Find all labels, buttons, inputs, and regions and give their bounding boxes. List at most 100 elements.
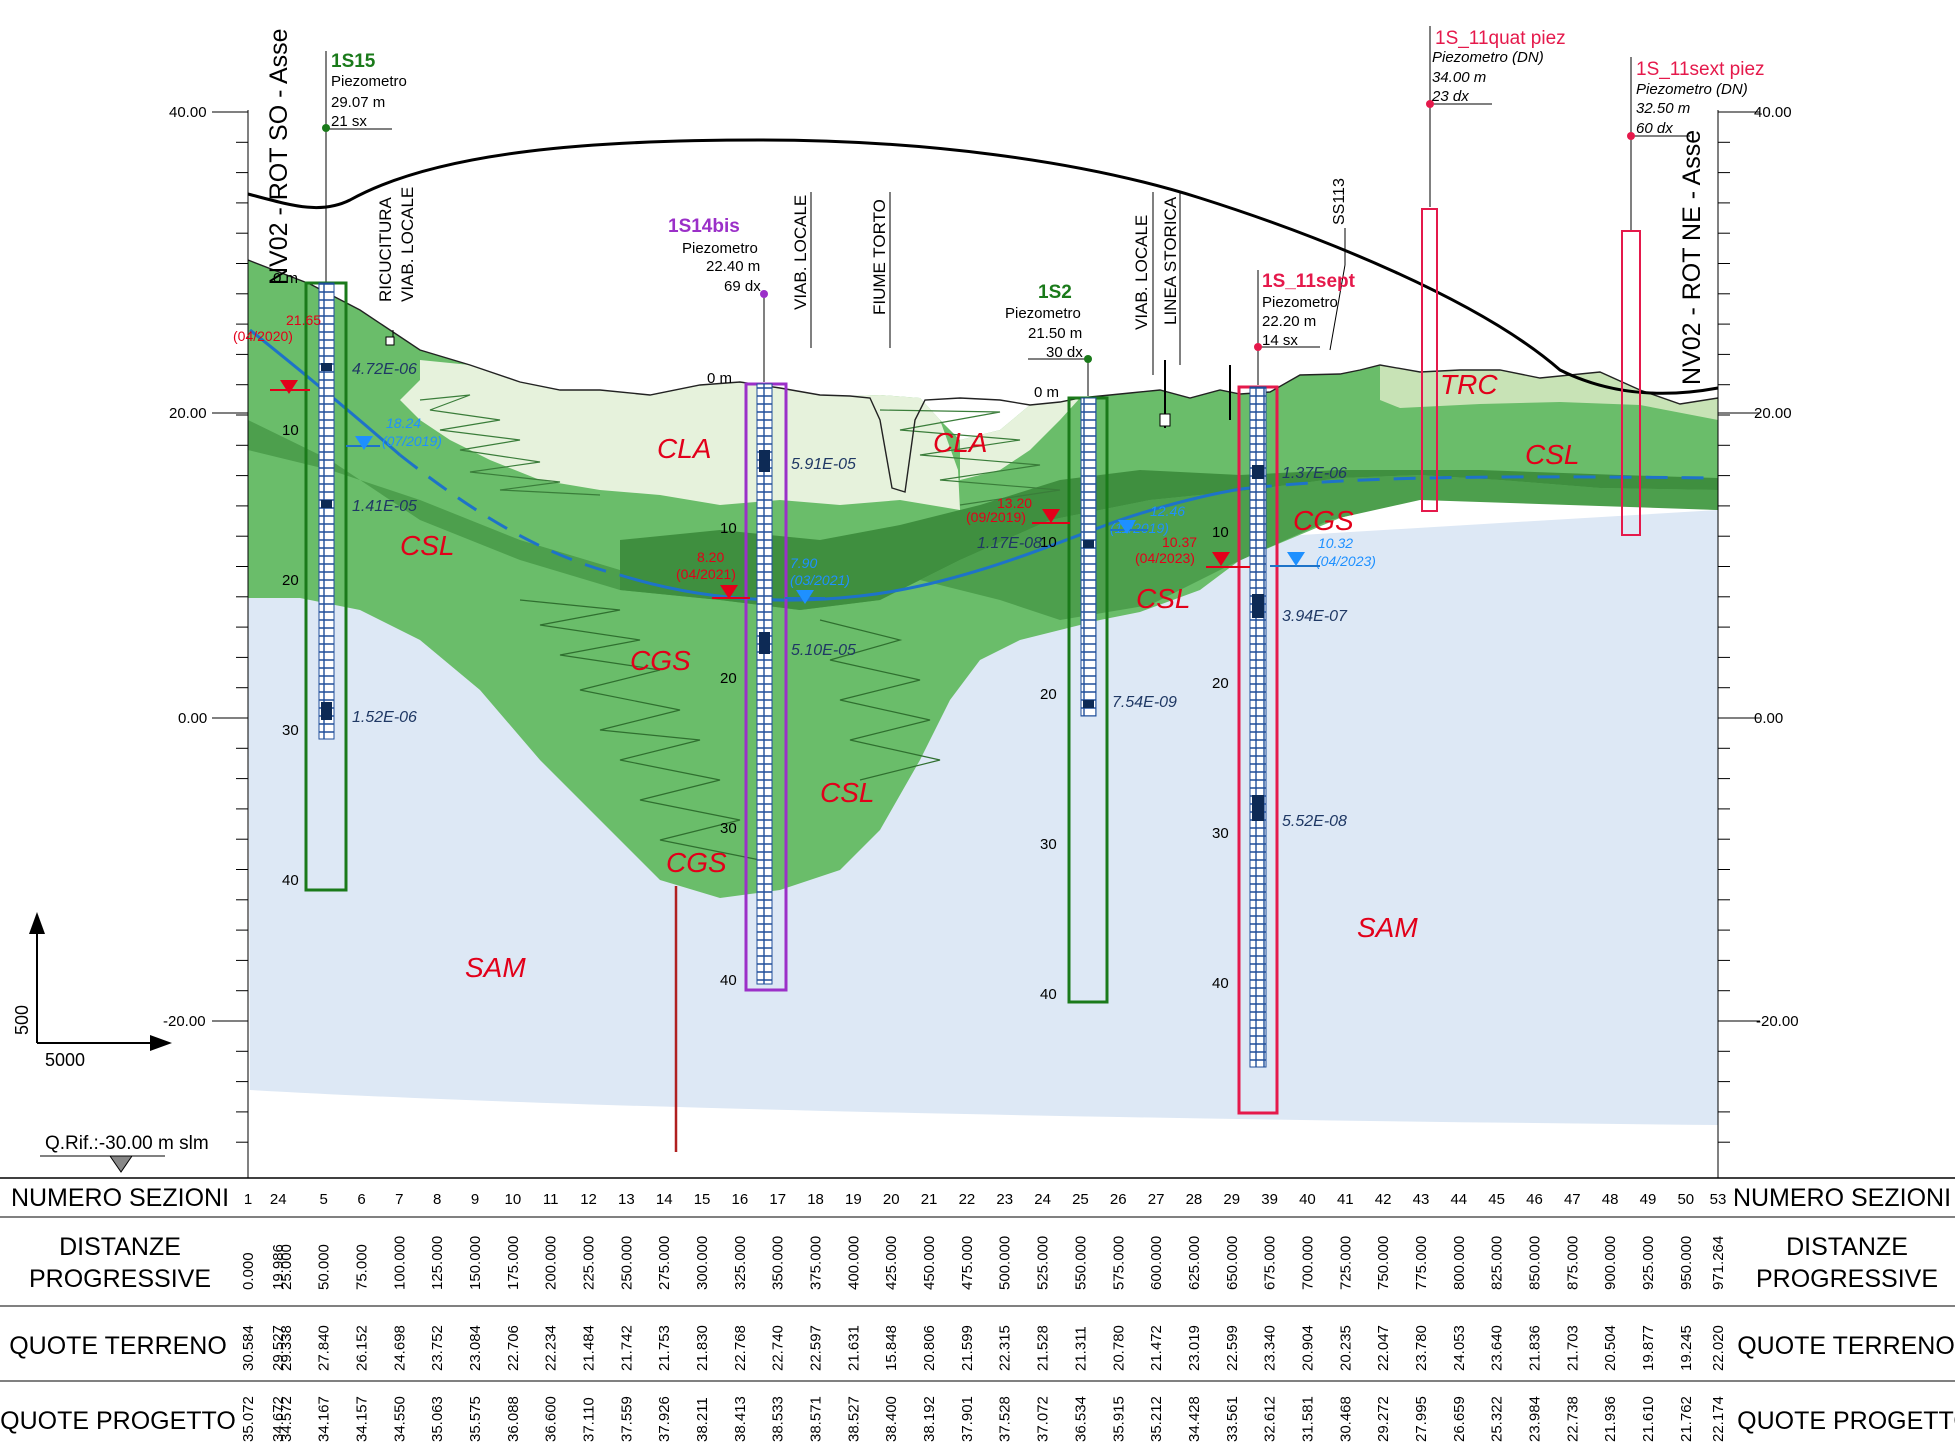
table-cell: 925.000 <box>1640 1236 1657 1290</box>
borehole-1S14bis[interactable]: 1S14bis Piezometro 22.40 m 69 dx 0 m 10 … <box>668 216 788 992</box>
svg-text:0 m: 0 m <box>273 270 298 287</box>
borehole-log <box>756 383 773 985</box>
table-cell: 7 <box>395 1191 403 1208</box>
borehole-length: 34.00 m <box>1432 69 1486 86</box>
table-cell: 41 <box>1337 1191 1354 1208</box>
svg-text:20: 20 <box>1040 686 1057 703</box>
table-cell: 29.272 <box>1375 1396 1392 1442</box>
reference-level: Q.Rif.:-30.00 m slm <box>40 1133 209 1173</box>
table-cell: 475.000 <box>959 1236 976 1290</box>
table-cell: 48 <box>1602 1191 1619 1208</box>
svg-text:30: 30 <box>1212 825 1229 842</box>
row-title-left: PROGRESSIVE <box>29 1265 211 1293</box>
svg-text:(04/2020): (04/2020) <box>233 328 293 344</box>
table-cell: 37.072 <box>1035 1396 1052 1442</box>
unit-label: CLA <box>933 427 987 458</box>
unit-cla-area-right <box>960 398 1080 480</box>
svg-text:20: 20 <box>282 572 299 589</box>
table-cell: 21.836 <box>1526 1325 1543 1371</box>
table-cell: 21.742 <box>618 1325 635 1371</box>
table-cell: 15 <box>694 1191 711 1208</box>
table-cell: 21 <box>921 1191 938 1208</box>
table-cell: 5 <box>320 1191 328 1208</box>
table-cell: 47 <box>1564 1191 1581 1208</box>
feature-linea-storica: LINEA STORICA <box>1161 196 1180 325</box>
table-cell: 34.157 <box>354 1396 371 1442</box>
permeability-value: 5.52E-08 <box>1282 813 1347 830</box>
borehole-1S_11sext[interactable]: 1S_11sext piez Piezometro (DN) 32.50 m 6… <box>1621 57 1765 536</box>
table-cell: 23.780 <box>1413 1325 1430 1371</box>
unit-label: CSL <box>820 777 874 808</box>
boreholes: 1S15 Piezometro 29.07 m 21 sx 0 m 10 20 … <box>273 26 1765 1115</box>
feature-viab-locale-2: VIAB. LOCALE <box>791 195 810 310</box>
row-title-right: QUOTE PROGETTO <box>1737 1407 1955 1435</box>
borehole-offset: 23 dx <box>1431 88 1469 105</box>
table-cell: 35.063 <box>429 1396 446 1442</box>
borehole-1S_11sept[interactable]: 1S_11sept Piezometro 22.20 m 14 sx 10 20… <box>1212 270 1356 1115</box>
unit-csl-band <box>620 470 1718 610</box>
table-cell: 23 <box>996 1191 1013 1208</box>
table-cell: 38.400 <box>883 1396 900 1442</box>
table-cell: 700.000 <box>1299 1236 1316 1290</box>
table-cell: 38.413 <box>732 1396 749 1442</box>
table-cell: 550.000 <box>1072 1236 1089 1290</box>
permeability-value: 7.54E-09 <box>1112 694 1177 711</box>
svg-text:30: 30 <box>1040 836 1057 853</box>
row-title-right: PROGRESSIVE <box>1756 1265 1938 1293</box>
svg-text:12.46: 12.46 <box>1150 503 1185 519</box>
elev-label-left-40: 40.00 <box>169 104 207 121</box>
borehole-offset: 30 dx <box>1046 344 1083 361</box>
table-cell: 19.245 <box>1678 1325 1695 1371</box>
table-cell: 125.000 <box>429 1236 446 1290</box>
borehole-log <box>1249 386 1267 1068</box>
table-cell: 10 <box>505 1191 522 1208</box>
table-cell: 200.000 <box>543 1236 560 1290</box>
row-title-left: NUMERO SEZIONI <box>11 1184 229 1212</box>
svg-text:10.32: 10.32 <box>1318 535 1353 551</box>
table-cell: 36.600 <box>543 1396 560 1442</box>
borehole-offset: 60 dx <box>1636 120 1673 137</box>
unit-label: SAM <box>465 952 526 983</box>
table-cell: 19 <box>845 1191 862 1208</box>
water-level-marker: 12.46 (11/2019) <box>1110 503 1185 536</box>
table-cell: 350.000 <box>770 1236 787 1290</box>
elev-label-right-20: 20.00 <box>1754 405 1792 422</box>
table-cell: 33.561 <box>1224 1396 1241 1442</box>
borehole-1S15[interactable]: 1S15 Piezometro 29.07 m 21 sx 0 m 10 20 … <box>273 51 407 892</box>
table-cell: 675.000 <box>1262 1236 1279 1290</box>
permeability-value: 4.72E-06 <box>352 361 417 378</box>
table-cell: 20.504 <box>1602 1325 1619 1371</box>
table-cell: 23.019 <box>1186 1325 1203 1371</box>
table-cell: 22.234 <box>543 1325 560 1371</box>
feature-viab-locale-1: VIAB. LOCALE <box>398 187 417 302</box>
table-cell: 35.212 <box>1148 1396 1165 1442</box>
borehole-1S2[interactable]: 1S2 Piezometro 21.50 m 30 dx 0 m 10 20 3… <box>1005 282 1109 1004</box>
borehole-offset: 69 dx <box>724 278 761 295</box>
permeability-value: 1.52E-06 <box>352 709 417 726</box>
unit-label: SAM <box>1357 912 1418 943</box>
table-cell: 775.000 <box>1413 1236 1430 1290</box>
table-cell: 100.000 <box>391 1236 408 1290</box>
table-cell: 250.000 <box>618 1236 635 1290</box>
design-profile-line <box>247 138 1719 395</box>
table-cell: 39 <box>1261 1191 1278 1208</box>
borehole-1S_11quat[interactable]: 1S_11quat piez Piezometro (DN) 34.00 m 2… <box>1421 26 1566 512</box>
table-cell: 34.428 <box>1186 1396 1203 1442</box>
table-cell: 11 <box>543 1191 559 1208</box>
table-cell: 900.000 <box>1602 1236 1619 1290</box>
unit-label: CLA <box>657 433 711 464</box>
svg-text:10.37: 10.37 <box>1162 534 1197 550</box>
table-cell: 24.698 <box>391 1325 408 1371</box>
table-cell: 22.599 <box>1224 1325 1241 1371</box>
table-cell: 650.000 <box>1224 1236 1241 1290</box>
table-cell: 18 <box>807 1191 824 1208</box>
table-cell: 24.053 <box>1451 1325 1468 1371</box>
table-cell: 38.533 <box>770 1396 787 1442</box>
table-cell: 21.830 <box>694 1325 711 1371</box>
borehole-log <box>1080 397 1097 717</box>
unit-label: CGS <box>630 645 691 676</box>
table-cell: 375.000 <box>808 1236 825 1290</box>
table-cell: 25 <box>1072 1191 1089 1208</box>
table-cell: 46 <box>1526 1191 1543 1208</box>
axes: 40.00 20.00 0.00 -20.00 40.00 20.00 0.00… <box>163 28 1799 1178</box>
